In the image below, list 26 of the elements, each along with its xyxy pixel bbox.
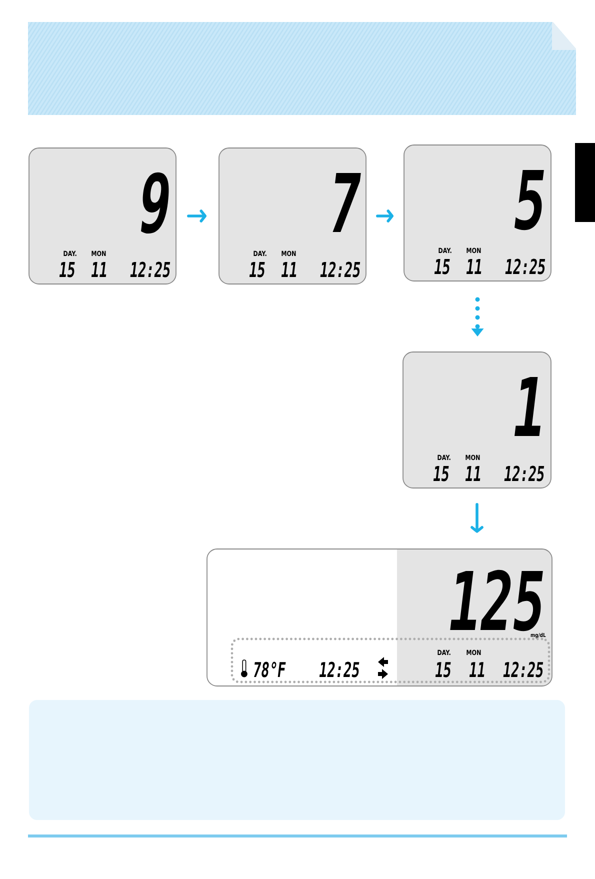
- arrow: [187, 210, 207, 222]
- date-digits: 11: [281, 262, 296, 277]
- arrow: [470, 503, 484, 533]
- temperature-reading: 78°F: [254, 662, 286, 678]
- date-digits: 15: [249, 262, 265, 278]
- countdown-number: 7: [332, 172, 361, 232]
- countdown-number: 5: [514, 170, 544, 230]
- countdown-number: 9: [141, 172, 169, 234]
- clock-time: 12:25: [505, 258, 546, 274]
- clock-time: 12:25: [130, 262, 170, 278]
- glucose-reading: 125: [450, 570, 543, 632]
- date-digits: 11: [465, 466, 480, 481]
- arrow: [376, 210, 394, 222]
- date-digits: 11: [91, 262, 106, 277]
- date-digits: 11: [469, 662, 484, 677]
- date-digits: 15: [433, 466, 449, 482]
- countdown-number: 1: [514, 376, 540, 436]
- section-tab: [575, 143, 595, 222]
- date-digits: 11: [466, 259, 482, 274]
- clock-time: 12:25: [504, 466, 544, 482]
- date-digits: 15: [434, 259, 450, 274]
- clock-time: 12:25: [503, 662, 544, 678]
- clock-time: 12:25: [319, 662, 360, 678]
- date-digits: 15: [435, 662, 451, 678]
- date-digits: 15: [59, 262, 75, 278]
- clock-time: 12:25: [320, 262, 360, 278]
